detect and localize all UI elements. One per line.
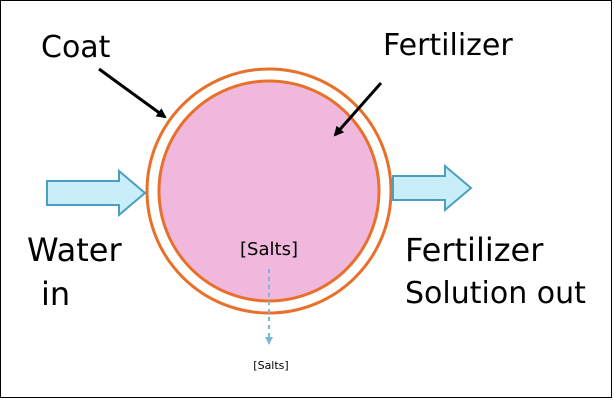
fertilizer-core <box>157 79 381 303</box>
fertilizer-pointer-arrow <box>333 82 383 137</box>
coat-label: Coat <box>41 30 111 65</box>
salts-inside-label: [Salts] <box>240 239 298 260</box>
solution-out-arrow <box>392 163 473 213</box>
solution-out-label-line2: Solution out <box>405 276 586 311</box>
water-in-arrow <box>46 168 147 218</box>
coat-pointer-arrow <box>98 67 167 119</box>
solution-out-label-line1: Fertilizer <box>405 231 544 269</box>
salts-outside-label: [Salts] <box>253 359 288 372</box>
fertilizer-label: Fertilizer <box>383 28 513 63</box>
water-in-label-line1: Water <box>27 231 122 269</box>
water-in-label-line2: in <box>41 275 70 313</box>
